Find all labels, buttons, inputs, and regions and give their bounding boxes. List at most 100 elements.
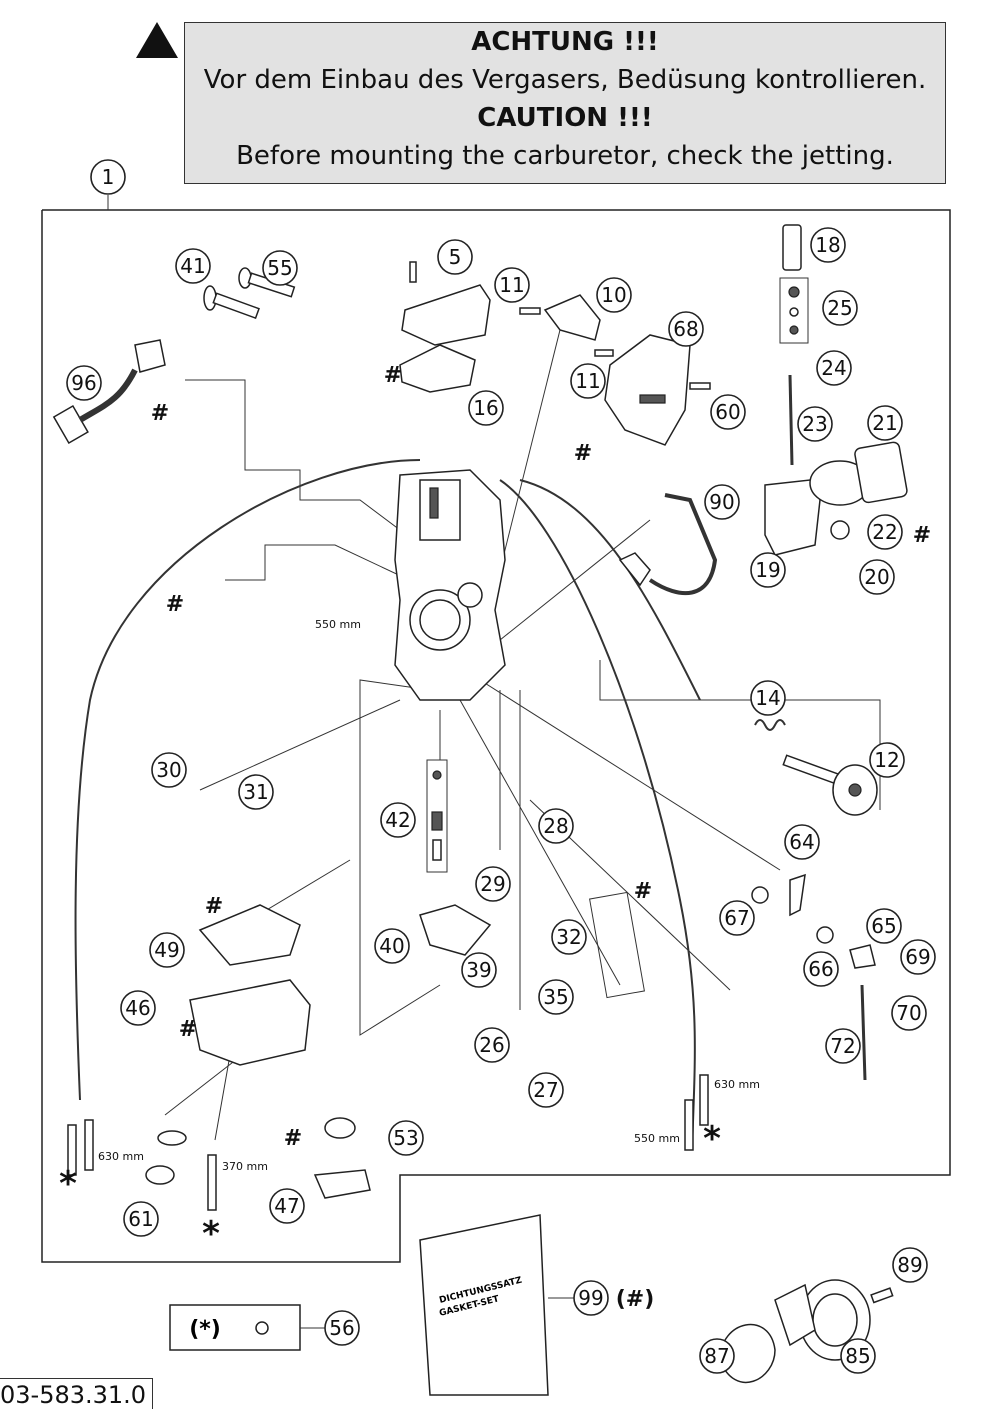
callout-18: 18 — [810, 227, 846, 263]
hash-mark: # — [574, 441, 592, 466]
callout-60: 60 — [710, 394, 746, 430]
callout-61: 61 — [123, 1201, 159, 1237]
callout-10: 10 — [596, 277, 632, 313]
linkage-screw — [594, 349, 614, 357]
svg-text:31: 31 — [243, 780, 268, 804]
intake-o-ring — [719, 1323, 776, 1383]
svg-text:32: 32 — [556, 925, 581, 949]
linkage-bushing — [751, 886, 769, 904]
hose-left-a — [67, 1124, 77, 1176]
svg-text:49: 49 — [154, 938, 179, 962]
callout-20: 20 — [859, 559, 895, 595]
jet-part — [432, 839, 442, 861]
callout-24: 24 — [816, 350, 852, 386]
callout-30: 30 — [151, 752, 187, 788]
svg-text:69: 69 — [905, 945, 930, 969]
svg-text:72: 72 — [830, 1034, 855, 1058]
callout-39: 39 — [461, 952, 497, 988]
svg-text:10: 10 — [601, 283, 626, 307]
svg-text:1: 1 — [102, 165, 115, 189]
svg-text:40: 40 — [379, 934, 404, 958]
callout-16: 16 — [468, 390, 504, 426]
drain-o-ring — [157, 1130, 187, 1146]
pump-washer — [830, 520, 850, 540]
dimension-630-left: 630 mm — [98, 1150, 144, 1163]
svg-text:66: 66 — [808, 957, 833, 981]
svg-text:85: 85 — [845, 1344, 870, 1368]
hose-370 — [207, 1154, 217, 1211]
throttle-drum — [782, 754, 878, 816]
throttle-spring — [754, 719, 786, 731]
svg-text:41: 41 — [180, 254, 205, 278]
jet-block — [426, 759, 448, 873]
callout-41: 41 — [175, 248, 211, 284]
callout-87: 87 — [699, 1338, 735, 1374]
svg-text:29: 29 — [480, 872, 505, 896]
leader-line — [225, 544, 421, 586]
warning-triangle-icon — [136, 22, 178, 58]
caution-text-de: Vor dem Einbau des Vergasers, Bedüsung k… — [203, 65, 927, 95]
svg-text:11: 11 — [499, 273, 524, 297]
callout-23: 23 — [797, 406, 833, 442]
leader-line — [359, 679, 441, 1036]
needle-jet-tube — [782, 224, 802, 271]
svg-text:35: 35 — [543, 985, 568, 1009]
svg-text:27: 27 — [533, 1078, 558, 1102]
hose-left-b — [84, 1119, 94, 1171]
asterisk-mark: * — [703, 1119, 721, 1159]
svg-text:70: 70 — [896, 1001, 921, 1025]
callout-99: 99 — [573, 1280, 609, 1316]
callout-72: 72 — [825, 1028, 861, 1064]
callout-12: 12 — [869, 742, 905, 778]
linkage-lever — [789, 873, 806, 917]
svg-text:99: 99 — [578, 1286, 603, 1310]
caution-title-de: ACHTUNG !!! — [471, 27, 659, 57]
svg-text:5: 5 — [449, 245, 462, 269]
svg-text:23: 23 — [802, 412, 827, 436]
repair-kit-mark: (*) — [189, 1317, 221, 1342]
callout-26: 26 — [474, 1027, 510, 1063]
hash-mark: # — [634, 879, 652, 904]
svg-text:16: 16 — [473, 396, 498, 420]
callout-40: 40 — [374, 928, 410, 964]
callout-21: 21 — [867, 405, 903, 441]
cover-screw — [689, 382, 711, 390]
asterisk-mark: * — [59, 1164, 77, 1204]
svg-text:14: 14 — [755, 686, 780, 710]
linkage-screw — [519, 307, 541, 315]
svg-text:96: 96 — [71, 371, 96, 395]
callout-85: 85 — [840, 1338, 876, 1374]
hash-mark: # — [166, 592, 184, 617]
callout-46: 46 — [120, 990, 156, 1026]
callout-42: 42 — [380, 802, 416, 838]
leader-line — [214, 1054, 231, 1141]
svg-text:28: 28 — [543, 814, 568, 838]
callout-65: 65 — [866, 908, 902, 944]
callout-90: 90 — [704, 484, 740, 520]
hash-mark: # — [913, 523, 931, 548]
dimension-550-right: 550 mm — [634, 1132, 680, 1145]
svg-text:39: 39 — [466, 958, 491, 982]
callout-5: 5 — [437, 239, 473, 275]
gasket-set-bag: DICHTUNGSSATZ GASKET-SET — [419, 1214, 549, 1396]
jet-part — [432, 770, 442, 780]
callout-49: 49 — [149, 932, 185, 968]
svg-text:25: 25 — [827, 296, 852, 320]
linkage-cover — [604, 334, 691, 446]
svg-text:18: 18 — [815, 233, 840, 257]
svg-text:12: 12 — [874, 748, 899, 772]
callout-68: 68 — [668, 311, 704, 347]
svg-text:64: 64 — [789, 830, 814, 854]
callout-19: 19 — [750, 552, 786, 588]
hash-mark: # — [384, 363, 402, 388]
callout-89: 89 — [892, 1247, 928, 1283]
svg-text:53: 53 — [393, 1126, 418, 1150]
leader-line — [459, 699, 621, 986]
callout-56: 56 — [324, 1310, 360, 1346]
caution-title-en: CAUTION !!! — [477, 103, 653, 133]
hose-right-a — [684, 1099, 694, 1151]
float-chamber — [189, 979, 311, 1066]
svg-text:20: 20 — [864, 565, 889, 589]
callout-64: 64 — [784, 824, 820, 860]
